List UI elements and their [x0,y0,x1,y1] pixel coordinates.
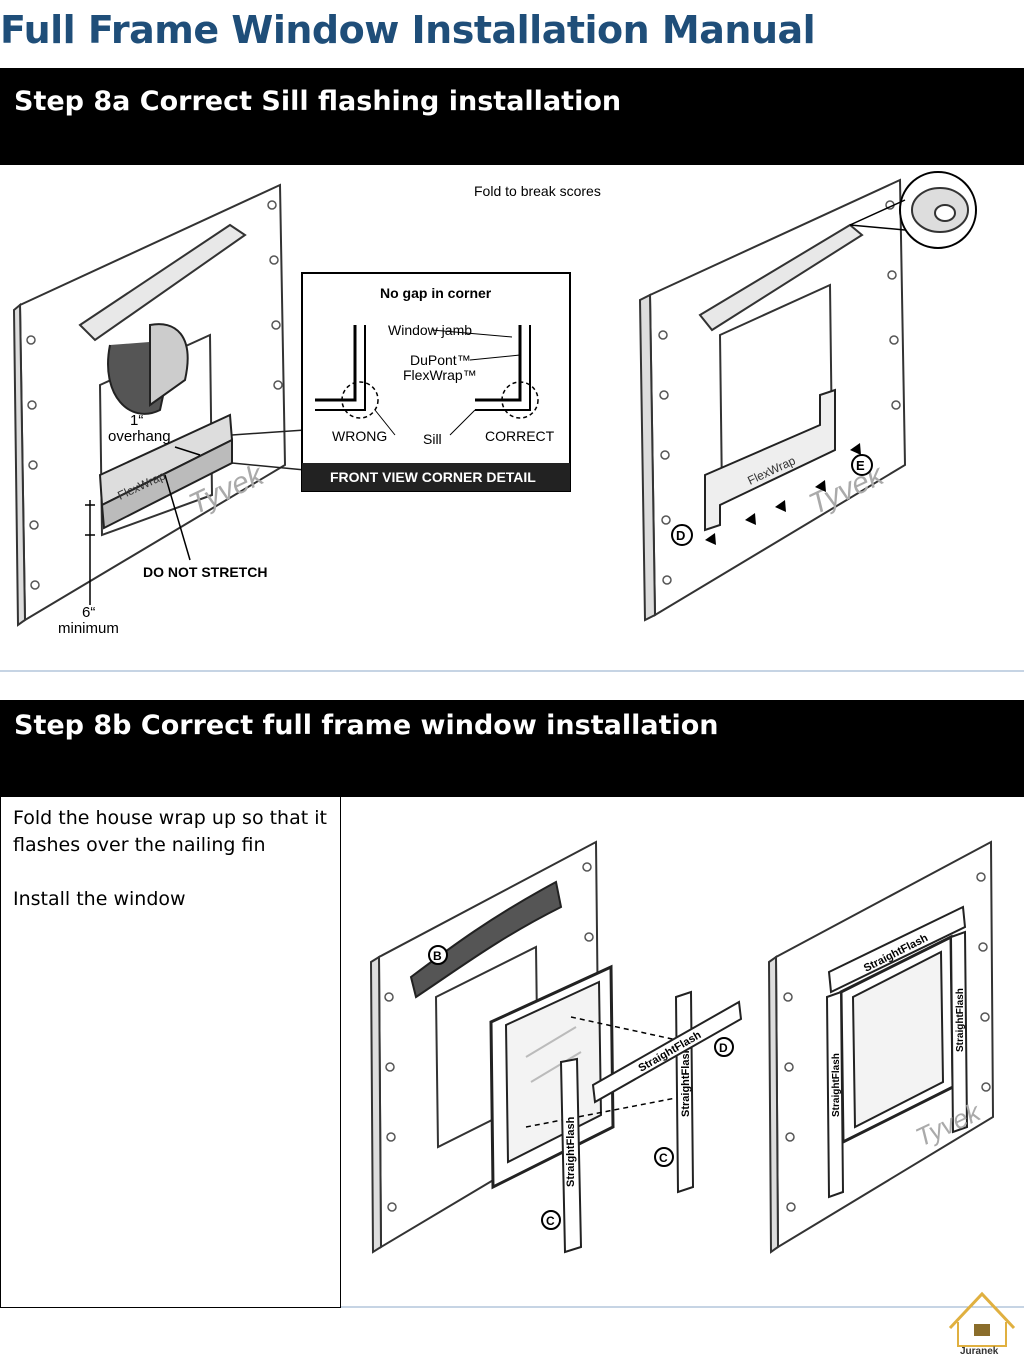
instruction-install: Install the window [13,888,186,910]
instructions-box: Fold the house wrap up so that it flashe… [0,797,341,1308]
do-not-stretch-label: DO NOT STRETCH [143,564,267,580]
overhang-value: 1“ [130,412,143,429]
straightflash-right-jamb: StraightFlash [955,988,966,1052]
no-gap-label: No gap in corner [380,285,492,301]
right-panel-holes [658,200,901,585]
callout-e-8a: E [856,458,865,473]
straightflash-vertical-right: StraightFlash [680,1046,692,1117]
step-8a-heading-bar: Step 8a Correct Sill flashing installati… [0,68,1024,165]
overhang-label: overhang [108,428,171,445]
min-value: 6“ [82,604,95,621]
left-panel-holes [26,200,283,590]
straightflash-left-jamb: StraightFlash [831,1053,842,1117]
fold-caption: Fold to break scores [474,183,601,199]
straightflash-horizontal: StraightFlash [637,1029,704,1075]
callout-d-8a: D [676,528,685,543]
page-title: Full Frame Window Installation Manual [0,8,816,52]
callout-c-left: C [546,1214,555,1228]
step-8b-heading: Step 8b Correct full frame window instal… [14,710,719,741]
step-8b-heading-bar: Step 8b Correct full frame window instal… [0,700,1024,797]
callout-d-8b: D [719,1041,728,1055]
dupont-label: DuPont™ [410,352,471,368]
callout-c-right: C [659,1151,668,1165]
front-view-label: FRONT VIEW CORNER DETAIL [330,469,536,485]
step-8b-illustration: B StraightFlash C StraightFlash C Straig… [341,840,1024,1308]
corner-detail-box: FRONT VIEW CORNER DETAIL No gap in corne… [301,272,571,492]
juranek-logo: Juranek [948,1291,1016,1357]
callout-b: B [433,949,442,963]
direction-arrows [705,443,861,545]
sill-label: Sill [423,431,442,447]
correct-label: CORRECT [485,428,555,444]
flexwrap-label: FlexWrap™ [403,367,477,383]
wrong-label: WRONG [332,428,387,444]
straightflash-vertical-left: StraightFlash [565,1116,577,1187]
step-8a-illustration: FlexWrap Tyvek 1“ overhang DO NOT STRETC… [0,171,1024,672]
instruction-fold: Fold the house wrap up so that it flashe… [13,807,327,856]
step-8a-heading: Step 8a Correct Sill flashing installati… [14,86,622,117]
window-jamb-label: Window jamb [388,322,472,338]
min-label: minimum [58,620,119,637]
logo-wordmark: Juranek [960,1346,999,1357]
